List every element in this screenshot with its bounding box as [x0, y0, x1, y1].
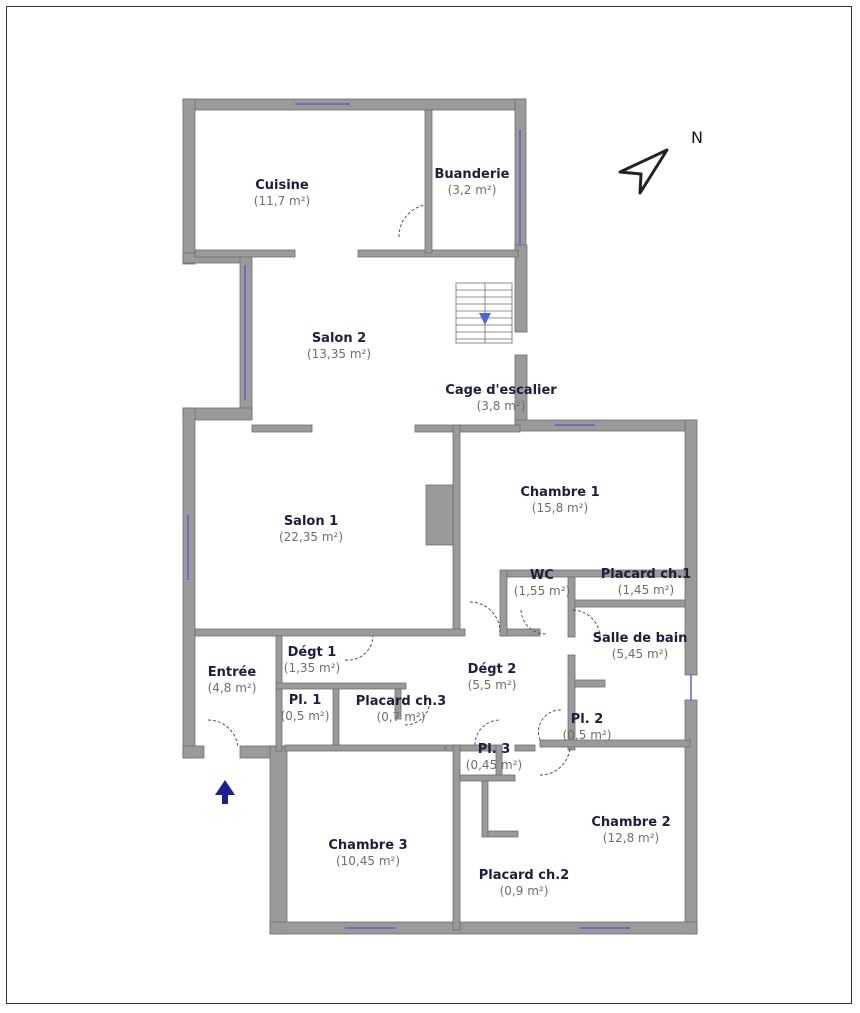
- room-placard-ch3: Placard ch.3 (0,7 m²): [356, 694, 446, 725]
- north-arrow-icon: [618, 148, 669, 195]
- room-area: (0,5 m²): [562, 728, 612, 743]
- room-name: Placard ch.3: [355, 694, 447, 709]
- room-name: Entrée: [207, 665, 257, 680]
- room-area: (5,5 m²): [467, 678, 517, 693]
- room-pl-1: Pl. 1 (0,5 m²): [281, 693, 330, 724]
- room-name: Pl. 2: [570, 712, 604, 727]
- room-pl-2: Pl. 2 (0,5 m²): [563, 712, 612, 743]
- room-name: Dégt 2: [467, 662, 517, 677]
- room-area: (11,7 m²): [253, 194, 311, 209]
- room-placard-ch1: Placard ch.1 (1,45 m²): [601, 567, 691, 598]
- room-degt-2: Dégt 2 (5,5 m²): [468, 662, 517, 693]
- room-area: (0,9 m²): [499, 884, 549, 899]
- room-name: WC: [530, 568, 554, 583]
- room-name: Dégt 1: [287, 645, 337, 660]
- walls: [182, 98, 698, 935]
- north-label: N: [691, 128, 703, 147]
- room-name: Pl. 3: [477, 742, 511, 757]
- room-area: (3,8 m²): [476, 399, 526, 414]
- room-area: (15,8 m²): [531, 501, 589, 516]
- door-swings: [207, 204, 601, 776]
- room-chambre-1: Chambre 1 (15,8 m²): [520, 485, 599, 516]
- room-chambre-3: Chambre 3 (10,45 m²): [328, 838, 407, 869]
- room-name: Cage d'escalier: [445, 383, 557, 398]
- room-area: (4,8 m²): [207, 681, 257, 696]
- plan-frame: [6, 6, 852, 1004]
- room-placard-ch2: Placard ch.2 (0,9 m²): [479, 868, 569, 899]
- room-area: (13,35 m²): [306, 347, 372, 362]
- room-cuisine: Cuisine (11,7 m²): [254, 178, 310, 209]
- room-name: Salon 1: [283, 514, 339, 529]
- stair-direction-icon: [479, 313, 491, 325]
- room-area: (1,35 m²): [283, 661, 341, 676]
- room-name: Salle de bain: [592, 631, 688, 646]
- room-salon-1: Salon 1 (22,35 m²): [279, 514, 343, 545]
- stairs: [455, 282, 513, 344]
- room-area: (1,55 m²): [513, 584, 571, 599]
- room-name: Salon 2: [311, 331, 367, 346]
- room-chambre-2: Chambre 2 (12,8 m²): [591, 815, 670, 846]
- room-name: Chambre 1: [520, 485, 600, 500]
- room-salle-de-bain: Salle de bain (5,45 m²): [593, 631, 688, 662]
- room-degt-1: Dégt 1 (1,35 m²): [284, 645, 340, 676]
- room-area: (3,2 m²): [447, 183, 497, 198]
- room-area: (1,45 m²): [617, 583, 675, 598]
- room-wc: WC (1,55 m²): [514, 568, 570, 599]
- entrance-arrow-icon: [215, 780, 235, 804]
- room-name: Placard ch.1: [600, 567, 692, 582]
- room-area: (0,45 m²): [465, 758, 523, 773]
- room-name: Cuisine: [255, 178, 309, 193]
- room-buanderie: Buanderie (3,2 m²): [435, 167, 510, 198]
- room-area: (5,45 m²): [611, 647, 669, 662]
- room-name: Buanderie: [434, 167, 510, 182]
- room-area: (10,45 m²): [335, 854, 401, 869]
- room-area: (0,7 m²): [376, 710, 426, 725]
- room-cage-escalier: Cage d'escalier (3,8 m²): [445, 383, 556, 414]
- windows: [187, 103, 692, 929]
- room-name: Chambre 3: [328, 838, 408, 853]
- room-name: Placard ch.2: [478, 868, 570, 883]
- room-name: Pl. 1: [288, 693, 322, 708]
- room-salon-2: Salon 2 (13,35 m²): [307, 331, 371, 362]
- room-pl-3: Pl. 3 (0,45 m²): [466, 742, 522, 773]
- room-entree: Entrée (4,8 m²): [208, 665, 257, 696]
- room-name: Chambre 2: [591, 815, 671, 830]
- room-area: (0,5 m²): [280, 709, 330, 724]
- room-area: (22,35 m²): [278, 530, 344, 545]
- room-area: (12,8 m²): [602, 831, 660, 846]
